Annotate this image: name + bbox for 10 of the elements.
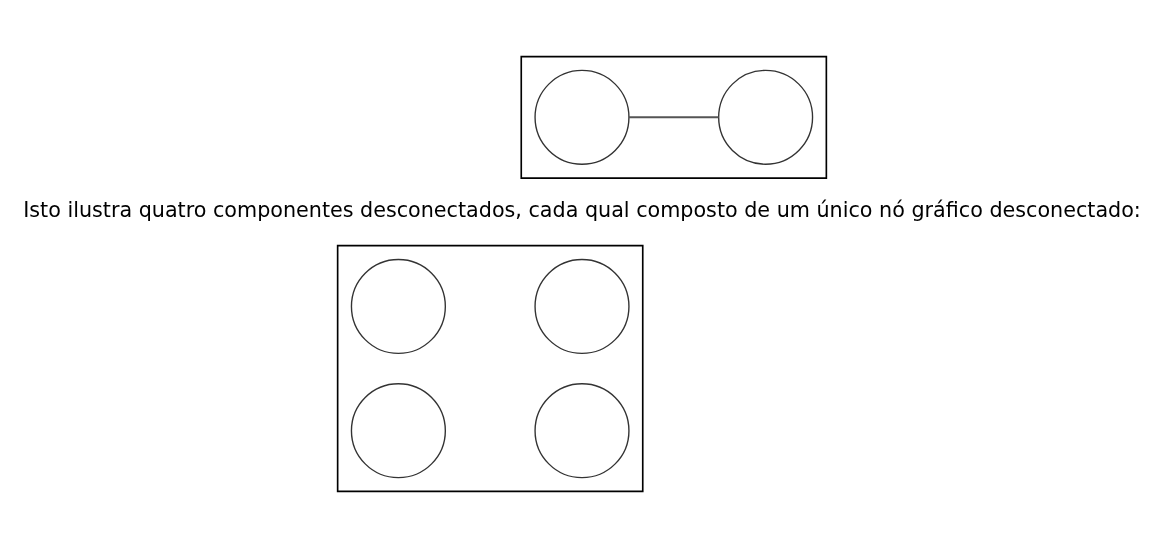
cluster xyxy=(520,55,828,179)
node-circle xyxy=(350,258,446,355)
node-circle xyxy=(534,258,630,355)
node-circle xyxy=(534,69,630,165)
label: Isto ilustra quatro componentes desconectados, cada qual composto de um único nó gráfico desconectado: xyxy=(23,197,1141,222)
connector xyxy=(629,116,719,119)
node-circle xyxy=(350,383,446,479)
cluster xyxy=(336,244,644,493)
node-circle xyxy=(717,69,814,165)
node-circle xyxy=(534,383,630,479)
